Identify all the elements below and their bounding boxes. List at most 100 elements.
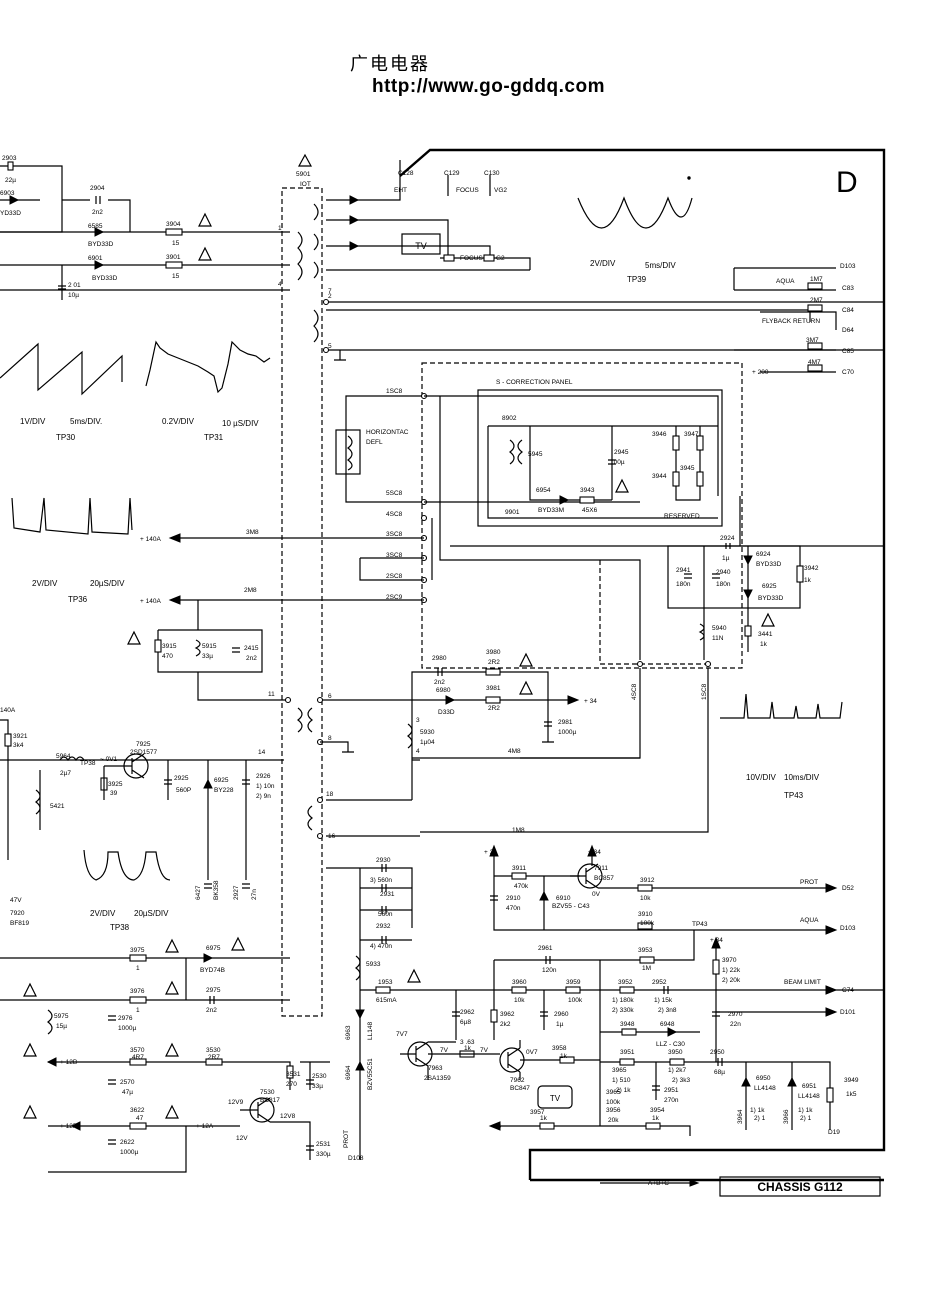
r3904-label: 3904 <box>166 221 181 228</box>
r3956-label: 3956 <box>606 1107 621 1114</box>
s3sc8b-label: 3SC8 <box>386 552 403 559</box>
r3441-label: 3441 <box>758 631 773 638</box>
r3570-value: 4R7 <box>132 1054 144 1061</box>
horizontal-driver: 140A 3921 3k4 5964 2µ7 TP38 ~ 0V1 7925 2… <box>0 707 284 927</box>
beam-label: BEAM LIMIT <box>784 979 821 986</box>
d6964-label: 6964 <box>345 1065 352 1080</box>
driver-transformer: 11 6 8 14 18 16 <box>258 691 354 840</box>
r3942-label: 3942 <box>804 565 819 572</box>
r3949-label: 3949 <box>844 1077 859 1084</box>
tp39-scale: 2V/DIV <box>590 259 616 268</box>
conn-d101: D101 <box>840 1009 856 1016</box>
r3921-value: 3k4 <box>13 742 24 749</box>
c2961-label: 2961 <box>538 945 553 952</box>
c2960-label: 2960 <box>554 1011 569 1018</box>
r3949-value: 1k5 <box>846 1091 857 1098</box>
c128-label: C128 <box>398 170 414 177</box>
r3954-label: 3954 <box>650 1107 665 1114</box>
q7963-label: 7963 <box>428 1065 443 1072</box>
d6963-type: LL148 <box>367 1022 374 1040</box>
aqua2-label: AQUA <box>800 917 819 924</box>
l5933-label: 5933 <box>366 961 381 968</box>
scorr-label: S - CORRECTION PANEL <box>496 379 573 386</box>
scope-tp43: 10V/DIV 10ms/DIV TP43 <box>720 693 843 800</box>
r3911-label: 3911 <box>512 865 526 872</box>
r3m8-label: 3M8 <box>246 529 259 536</box>
d6924-label: 6924 <box>756 551 771 558</box>
c2940-value: 180n <box>716 581 731 588</box>
pin-2: 2 <box>328 293 332 300</box>
d6903-label: 6903 <box>0 190 15 197</box>
r3950-label: 3950 <box>668 1049 683 1056</box>
r3975-value: 1 <box>136 965 140 972</box>
p12b-label: + 12B <box>60 1059 77 1066</box>
r1953-label: 1953 <box>378 979 393 986</box>
r3957-value: 1k <box>540 1115 548 1122</box>
transformer-5901: 5901 IOT 2 5 7 <box>281 153 884 1017</box>
r3947-label: 3947 <box>684 431 699 438</box>
vg2-label: VG2 <box>494 187 507 194</box>
r3963-label: 3 .63 <box>460 1039 475 1046</box>
r3942-value: 1k <box>804 577 812 584</box>
r3964-value: 1) 1k <box>750 1107 765 1114</box>
d6427-type: BK358 <box>213 880 220 900</box>
r3962-value: 2k2 <box>500 1021 511 1028</box>
frame: CHASSIS G112 D A+B+C <box>399 148 886 1197</box>
c2531-label: 2531 <box>316 1141 331 1148</box>
tp43-time: 10ms/DIV <box>784 773 820 782</box>
conn-c85: C85 <box>842 348 854 355</box>
eht-label: EHT <box>394 187 407 194</box>
c2910-value: 470n <box>506 905 521 912</box>
reserved-label: RESERVED <box>664 513 700 520</box>
conn-d103b: D103 <box>840 925 856 932</box>
v7v-label: 7V <box>440 1047 449 1054</box>
tp30-time: 5ms/DIV. <box>70 417 102 426</box>
r3957-label: 3957 <box>530 1109 545 1116</box>
r3950-value2: 2) 3k3 <box>672 1077 690 1084</box>
r3981-value: 2R2 <box>488 705 500 712</box>
p140a2-label: + 140A <box>140 598 161 605</box>
s1sc8-label: 1SC8 <box>386 388 403 395</box>
l5945-label: 5945 <box>528 451 543 458</box>
d6954-label: 6954 <box>536 487 551 494</box>
c2970-label: 2970 <box>728 1011 743 1018</box>
r3964-value2: 2) 1 <box>754 1115 766 1122</box>
s4sc8b-label: 4SC8 <box>631 683 638 700</box>
c2951-value: 270n <box>664 1097 679 1104</box>
conn-c74: C74 <box>842 987 854 994</box>
v7v7-label: 7V7 <box>396 1031 408 1038</box>
r3530-label: 3530 <box>206 1047 221 1054</box>
tp36-id: TP36 <box>68 595 88 604</box>
tp38-scale: 2V/DIV <box>90 909 116 918</box>
q7962-type: BC847 <box>510 1085 530 1092</box>
l5940-value: 11N <box>712 635 724 642</box>
d6903-type: YD33D <box>0 210 21 217</box>
c2910-label: 2910 <box>506 895 521 902</box>
d6950-type: LL4148 <box>754 1085 776 1092</box>
q7530-type: BC817 <box>260 1097 280 1104</box>
c2962-label: 2962 <box>460 1009 475 1016</box>
tp43-node: TP43 <box>692 921 708 928</box>
tv-symbol-bottom: TV <box>550 1094 561 1103</box>
c2931-label: 2931 <box>380 891 395 898</box>
r3980-value: 2R2 <box>488 659 500 666</box>
c2941-value: 180n <box>676 581 691 588</box>
c2904-value: 2n2 <box>92 209 103 216</box>
d6925b-label: 6925 <box>214 777 229 784</box>
node-8: 8 <box>328 735 332 742</box>
c2930-value: 3) 560n <box>370 877 392 884</box>
r4m8-label: 4M8 <box>508 748 521 755</box>
r1m7-label: 1M7 <box>810 276 823 283</box>
header-url: http://www.go-gddq.com <box>372 76 605 97</box>
r3915-value: 470 <box>162 653 173 660</box>
t5901-label: 5901 <box>296 171 311 178</box>
v0v-label: 0V <box>592 891 601 898</box>
r3980-label: 3980 <box>486 649 501 656</box>
c2930-label: 2930 <box>376 857 391 864</box>
d6948-type: LLZ - C30 <box>656 1041 685 1048</box>
tp36-time: 20µS/DIV <box>90 579 125 588</box>
q7911-type: BC857 <box>594 875 614 882</box>
p12f-label: + 12F <box>60 1123 77 1130</box>
s4sc8-label: 4SC8 <box>386 511 403 518</box>
